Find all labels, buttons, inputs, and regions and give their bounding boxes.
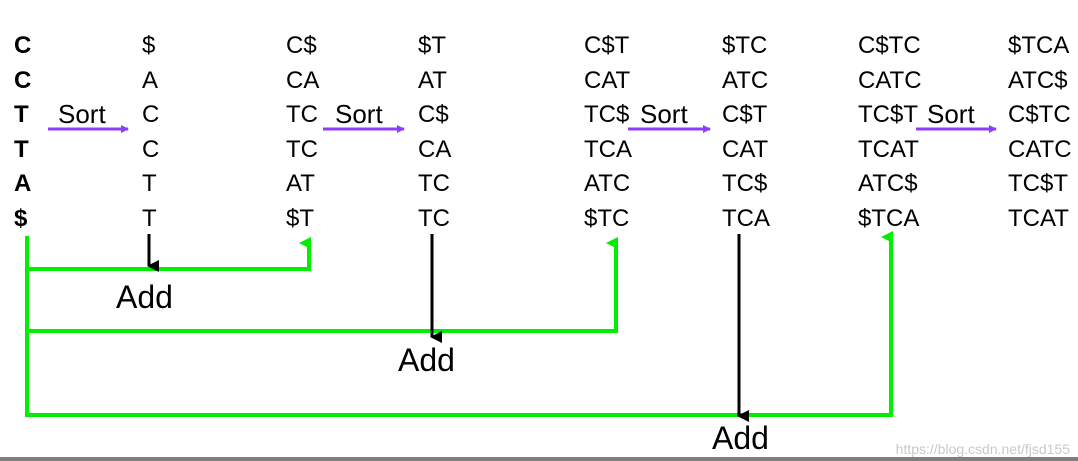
sort-label: Sort xyxy=(927,99,975,129)
cell: $TCA xyxy=(1008,32,1070,59)
cell: C$ xyxy=(286,32,317,59)
cell: CATC xyxy=(1008,135,1072,163)
cell: TC$T xyxy=(1008,170,1068,198)
cell: A xyxy=(142,66,159,94)
cell: ATC$ xyxy=(858,170,918,198)
cell: CATC xyxy=(858,66,922,94)
add-label: Add xyxy=(116,279,173,315)
cell: CA xyxy=(286,66,320,94)
cell: C$TC xyxy=(858,32,921,59)
add-label: Add xyxy=(712,420,769,456)
cell: TC$T xyxy=(858,101,918,129)
cell: ATC xyxy=(722,66,769,94)
cell: AT xyxy=(286,170,315,198)
cell: TC xyxy=(286,135,318,163)
cell: CAT xyxy=(584,66,631,94)
cell: C xyxy=(14,32,32,59)
add-label: Add xyxy=(398,342,455,378)
cell: ATC$ xyxy=(1008,66,1068,94)
cell: T xyxy=(142,204,157,232)
cell: TC xyxy=(418,170,450,198)
cell: TCAT xyxy=(1008,204,1069,232)
cell: $ xyxy=(14,204,28,232)
column-added-2: C$ CA TC TC AT $T xyxy=(286,29,319,237)
column-sorted-2: $T AT C$ CA TC TC xyxy=(418,29,451,237)
cell: $ xyxy=(142,32,156,59)
cell: T xyxy=(14,101,29,129)
cell: CA xyxy=(418,135,452,163)
cell: TCA xyxy=(584,135,632,163)
cell: $T xyxy=(418,32,447,59)
cell: TC xyxy=(418,204,450,232)
column-sorted-4: $TCA ATC$ C$TC CATC TC$T TCAT xyxy=(1008,29,1072,237)
cell: A xyxy=(14,170,32,198)
column-added-3: C$T CAT TC$ TCA ATC $TC xyxy=(584,29,632,237)
cell: C$TC xyxy=(1008,101,1071,129)
cell: $TC xyxy=(722,32,768,59)
watermark: https://blog.csdn.net/fjsd155 xyxy=(895,441,1070,457)
column-input: C C T T A $ xyxy=(14,29,31,237)
cell: AT xyxy=(418,66,447,94)
cell: CAT xyxy=(722,135,769,163)
sort-label: Sort xyxy=(640,99,688,129)
cell: TCAT xyxy=(858,135,919,163)
cell: C xyxy=(142,101,160,129)
cell: TC xyxy=(286,101,318,129)
add-connector-2 xyxy=(25,237,618,333)
add-connector-1 xyxy=(25,236,311,271)
cell: TC$ xyxy=(722,170,768,198)
cell: C xyxy=(142,135,160,163)
cell: TC$ xyxy=(584,101,630,129)
cell: ATC xyxy=(584,170,631,198)
cell: $TC xyxy=(584,204,630,232)
cell: C xyxy=(14,66,32,94)
cell: C$T xyxy=(584,32,630,59)
cell: TCA xyxy=(722,204,770,232)
add-connector-3 xyxy=(25,231,893,417)
column-added-4: C$TC CATC TC$T TCAT ATC$ $TCA xyxy=(858,29,922,237)
column-sorted-3: $TC ATC C$T CAT TC$ TCA xyxy=(722,29,770,237)
sort-label: Sort xyxy=(58,99,106,129)
column-sorted-1: $ A C C T T xyxy=(142,29,159,237)
cell: C$T xyxy=(722,101,768,129)
cell: T xyxy=(142,170,157,198)
bottom-border xyxy=(0,457,1078,461)
cell: T xyxy=(14,135,29,163)
cell: $TCA xyxy=(858,204,920,232)
sort-label: Sort xyxy=(335,99,383,129)
cell: $T xyxy=(286,204,315,232)
cell: C$ xyxy=(418,101,449,129)
